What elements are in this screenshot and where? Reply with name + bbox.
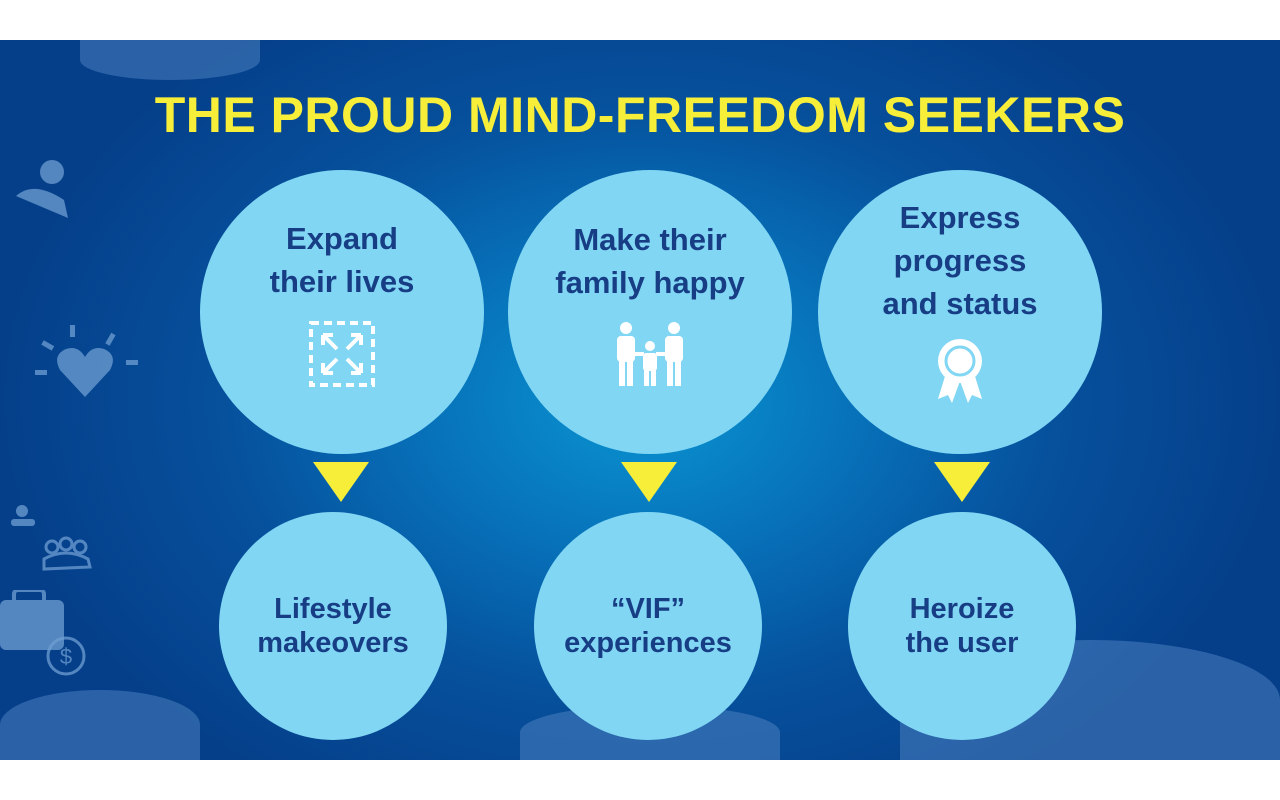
circle-text: their lives (269, 264, 415, 299)
circle-text: “VIF” (610, 593, 686, 625)
cloud-decoration (0, 690, 200, 760)
circle-text: and status (882, 285, 1038, 321)
circle-text: the user (905, 627, 1019, 659)
arrow-down-icon (313, 462, 369, 502)
svg-text:$: $ (60, 644, 72, 669)
expand-arrows-icon (309, 321, 375, 387)
circle-text: family happy (555, 265, 745, 300)
slide-title: THE PROUD MIND-FREEDOM SEEKERS (154, 87, 1126, 143)
heart-icon (35, 325, 138, 397)
goal-circle-family: Make their family happy (508, 170, 792, 454)
arrow-down-icon (621, 462, 677, 502)
circle-text: Expand (286, 221, 398, 256)
briefcase-icon (0, 590, 64, 650)
family-icon (617, 322, 683, 386)
circle-text: Express (899, 199, 1021, 235)
circle-text: experiences (564, 627, 732, 659)
circle-text: progress (893, 242, 1027, 278)
circle-text: Heroize (909, 593, 1015, 625)
person-small-icon (11, 505, 35, 526)
cloud-decoration (80, 40, 260, 80)
circle-text: Lifestyle (274, 593, 392, 625)
dollar-coin-icon: $ (46, 636, 86, 676)
person-icon (16, 160, 68, 218)
arrow-down-icon (934, 462, 990, 502)
award-ribbon-icon (938, 338, 982, 403)
goal-circle-expand: Expand their lives (200, 170, 484, 454)
circle-text: makeovers (257, 627, 409, 659)
group-icon (42, 536, 92, 571)
goal-circle-status: Express progress and status (818, 170, 1102, 454)
outcome-circle-vif: “VIF”experiences (534, 512, 762, 740)
slide: $ THE PROUD MIND-FREEDOM SEEKERS Expand t… (0, 40, 1280, 760)
circle-text: Make their (573, 222, 727, 257)
